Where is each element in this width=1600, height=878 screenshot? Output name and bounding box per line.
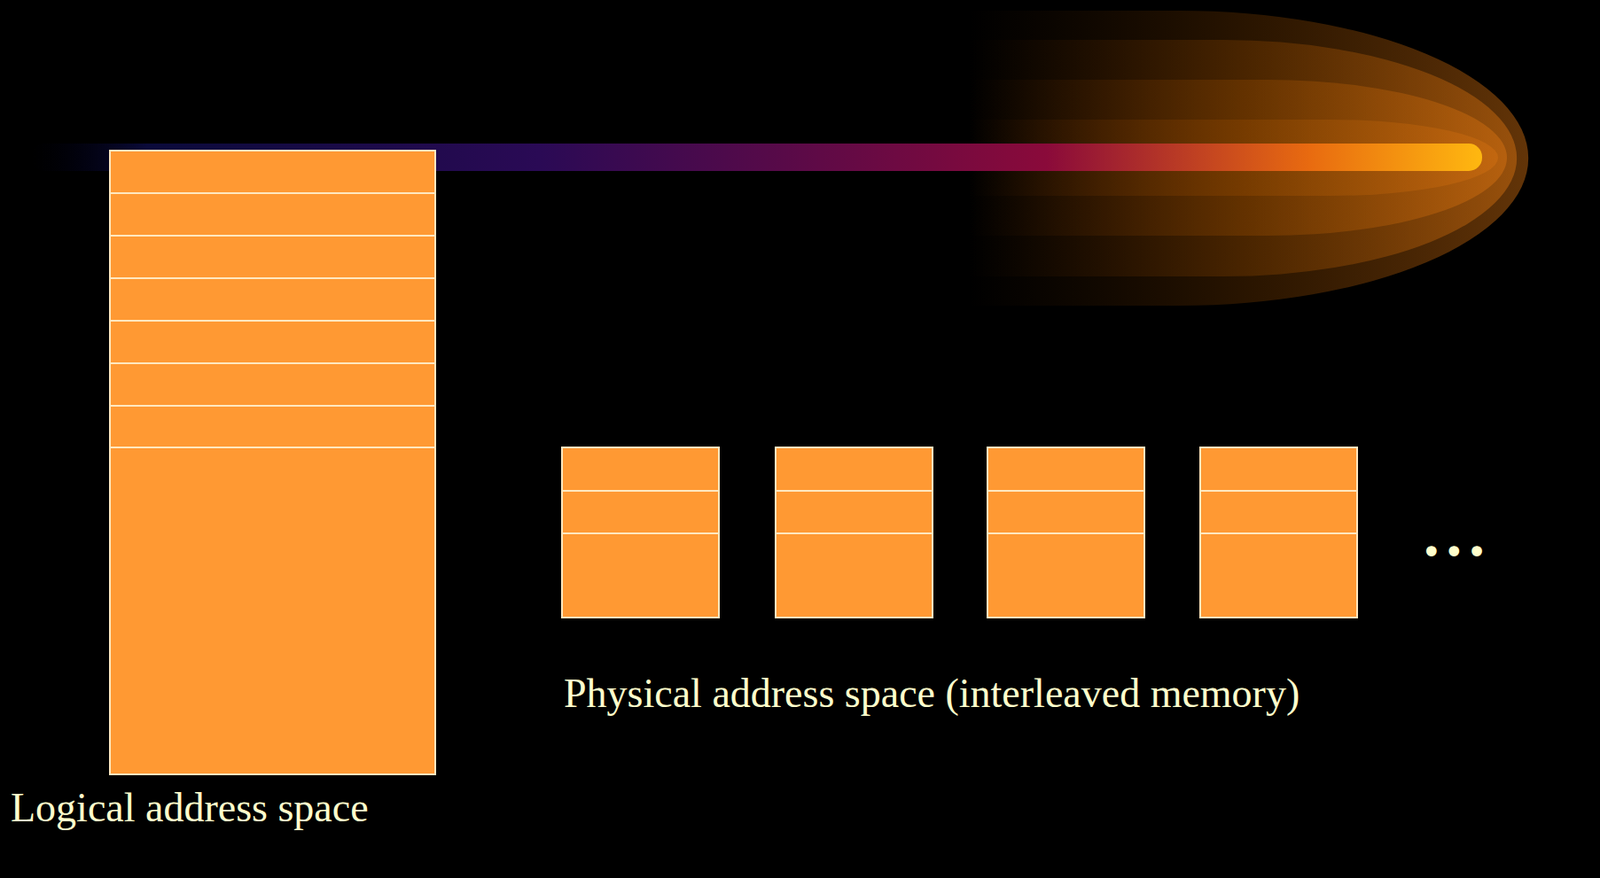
- bank-divider: [775, 490, 933, 492]
- bank-divider: [987, 532, 1145, 535]
- caption-label: Physical address space (interleaved memo…: [563, 671, 1300, 718]
- memory-bank: [987, 447, 1145, 618]
- memory-bank: [775, 447, 933, 618]
- address-space-box: Logical address space: [109, 149, 437, 776]
- bank-divider: [775, 532, 933, 535]
- ellipsis: •••: [1420, 532, 1490, 572]
- bank-divider: [1200, 490, 1358, 492]
- bank-divider: [1200, 532, 1358, 535]
- box-outline: [109, 149, 437, 776]
- memory-bank: [561, 447, 719, 618]
- bank-divider: [561, 490, 719, 492]
- memory-banks: [561, 447, 1358, 618]
- box-label: Logical address space: [10, 786, 369, 832]
- bank-divider: [987, 490, 1145, 492]
- bank-divider: [561, 532, 719, 535]
- memory-bank: [1200, 447, 1358, 618]
